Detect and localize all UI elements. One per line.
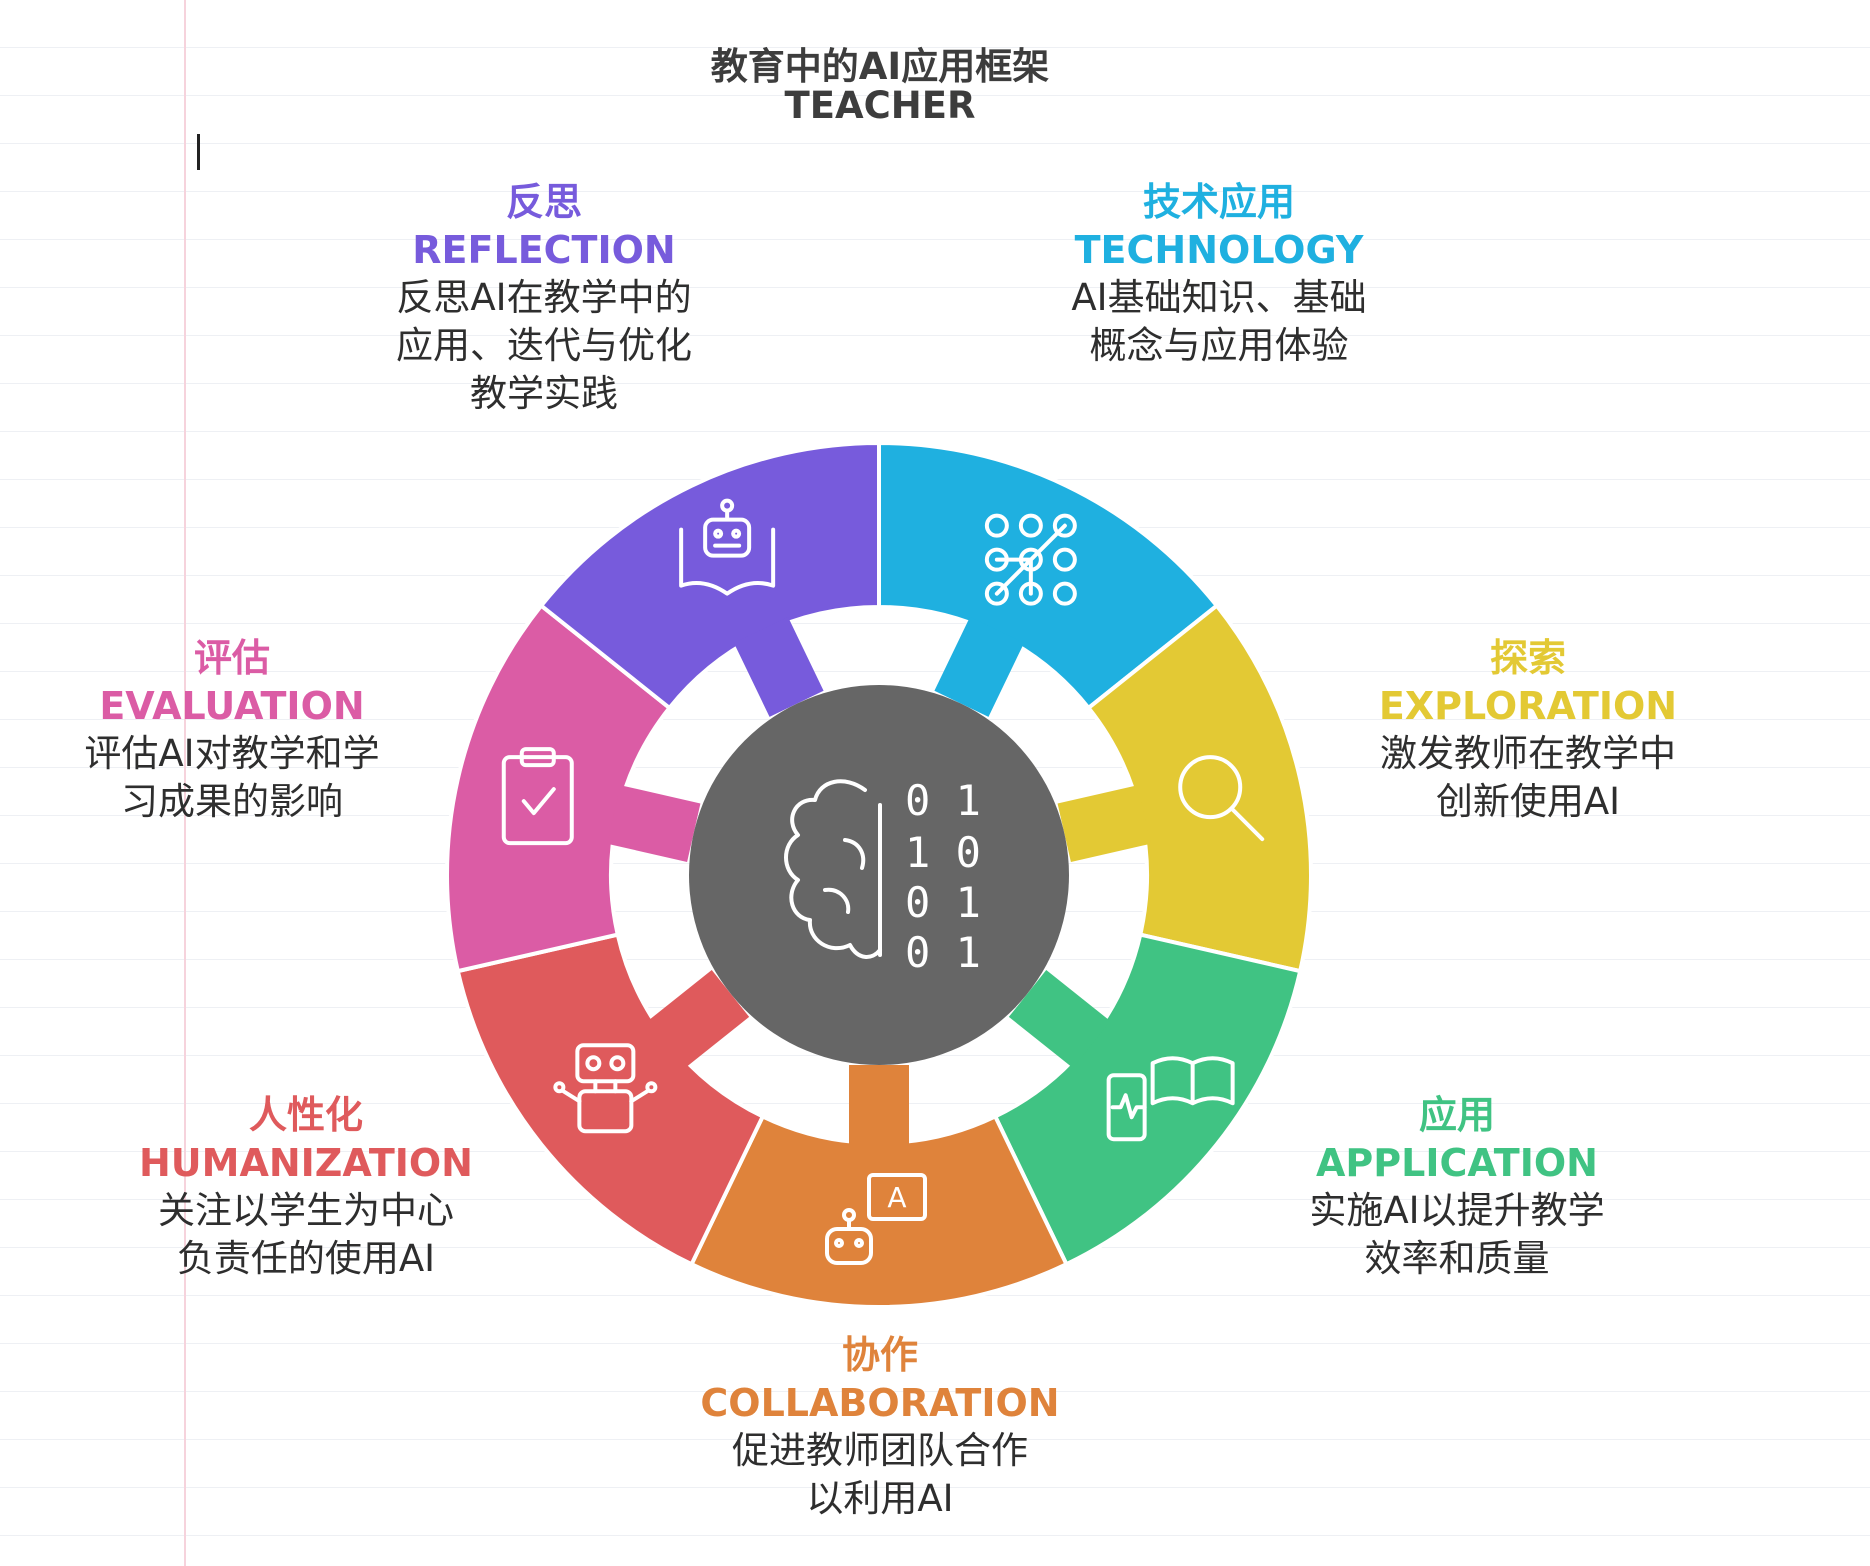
segment-technology-connector <box>934 616 1025 717</box>
reflection-desc-2: 应用、迭代与优化 <box>396 324 692 367</box>
collaboration-desc-2: 以利用AI <box>806 1477 954 1520</box>
reflection-title: 反思 <box>505 180 582 224</box>
svg-text:0 1: 0 1 <box>905 878 981 927</box>
robot-icon <box>553 1043 658 1134</box>
evaluation-subtitle: EVALUATION <box>99 684 365 728</box>
reflection-desc-3: 教学实践 <box>470 372 618 415</box>
svg-text:0 1: 0 1 <box>905 928 981 977</box>
segment-evaluation-connector <box>607 785 701 862</box>
segment-reflection <box>538 440 881 717</box>
brain-binary-icon: 0 1 1 0 0 1 0 1 <box>784 776 981 977</box>
exploration-title: 探索 <box>1489 636 1566 680</box>
segment-evaluation-arc <box>445 602 673 974</box>
notebook-margin-line <box>184 0 186 1566</box>
application-desc-2: 效率和质量 <box>1364 1237 1550 1280</box>
reflection-desc-1: 反思AI在教学中的 <box>396 276 692 319</box>
segment-collaboration-arc <box>688 1113 1070 1309</box>
evaluation-desc-2: 习成果的影响 <box>121 780 343 823</box>
segment-collaboration <box>688 1065 1070 1309</box>
label-evaluation: 评估 EVALUATION 评估AI对教学和学 习成果的影响 <box>2 634 462 826</box>
segment-exploration <box>1057 602 1313 974</box>
exploration-desc-1: 激发教师在教学中 <box>1380 732 1676 775</box>
label-collaboration: 协作 COLLABORATION 促进教师团队合作 以利用AI <box>650 1331 1110 1523</box>
magnifier-icon <box>1178 755 1265 842</box>
humanization-desc-2: 负责任的使用AI <box>176 1237 436 1280</box>
technology-desc-1: AI基础知识、基础 <box>1071 276 1367 319</box>
humanization-title: 人性化 <box>248 1093 363 1137</box>
label-technology: 技术应用 TECHNOLOGY AI基础知识、基础 概念与应用体验 <box>989 178 1449 370</box>
segment-application <box>992 932 1303 1267</box>
label-application: 应用 APPLICATION 实施AI以提升教学 效率和质量 <box>1227 1091 1687 1283</box>
segment-technology-arc <box>877 440 1220 711</box>
technology-subtitle: TECHNOLOGY <box>1074 228 1364 272</box>
collaboration-subtitle: COLLABORATION <box>700 1381 1060 1425</box>
segment-humanization-arc <box>455 932 766 1267</box>
collaboration-desc-1: 促进教师团队合作 <box>732 1429 1028 1472</box>
segment-application-connector <box>1008 970 1111 1069</box>
label-humanization: 人性化 HUMANIZATION 关注以学生为中心 负责任的使用AI <box>76 1091 536 1283</box>
segment-humanization-connector <box>647 970 750 1069</box>
application-desc-1: 实施AI以提升教学 <box>1309 1189 1605 1232</box>
phone-book-icon <box>1106 1056 1235 1142</box>
page-subtitle: TEACHER <box>784 84 976 127</box>
segment-technology <box>877 440 1220 717</box>
segment-collaboration-connector <box>849 1065 909 1147</box>
humanization-desc-1: 关注以学生为中心 <box>158 1189 454 1232</box>
label-reflection: 反思 REFLECTION 反思AI在教学中的 应用、迭代与优化 教学实践 <box>314 178 774 418</box>
svg-text:A: A <box>887 1181 906 1214</box>
label-exploration: 探索 EXPLORATION 激发教师在教学中 创新使用AI <box>1298 634 1758 826</box>
reflection-subtitle: REFLECTION <box>412 228 676 272</box>
segment-humanization <box>455 932 766 1267</box>
application-subtitle: APPLICATION <box>1316 1141 1598 1185</box>
collaboration-title: 协作 <box>841 1333 918 1377</box>
application-title: 应用 <box>1418 1093 1495 1137</box>
network-nodes-icon <box>984 513 1077 606</box>
robot-book-icon <box>679 498 776 596</box>
svg-text:0 1: 0 1 <box>905 776 981 825</box>
technology-title: 技术应用 <box>1142 180 1295 224</box>
page-title: 教育中的AI应用框架 <box>710 45 1050 88</box>
segment-reflection-arc <box>538 440 881 711</box>
robot-chat-icon: A <box>825 1173 927 1265</box>
clipboard-check-icon <box>501 747 574 846</box>
segment-application-arc <box>992 932 1303 1267</box>
segment-reflection-connector <box>733 616 824 717</box>
evaluation-desc-1: 评估AI对教学和学 <box>84 732 380 775</box>
segment-exploration-connector <box>1057 785 1151 862</box>
svg-text:1 0: 1 0 <box>905 828 981 877</box>
text-cursor <box>197 134 200 170</box>
segment-exploration-arc <box>1085 602 1313 974</box>
evaluation-title: 评估 <box>193 636 270 680</box>
exploration-subtitle: EXPLORATION <box>1378 684 1678 728</box>
humanization-subtitle: HUMANIZATION <box>138 1141 473 1185</box>
technology-desc-2: 概念与应用体验 <box>1089 324 1349 367</box>
exploration-desc-2: 创新使用AI <box>1435 780 1621 823</box>
segment-evaluation <box>445 602 701 974</box>
